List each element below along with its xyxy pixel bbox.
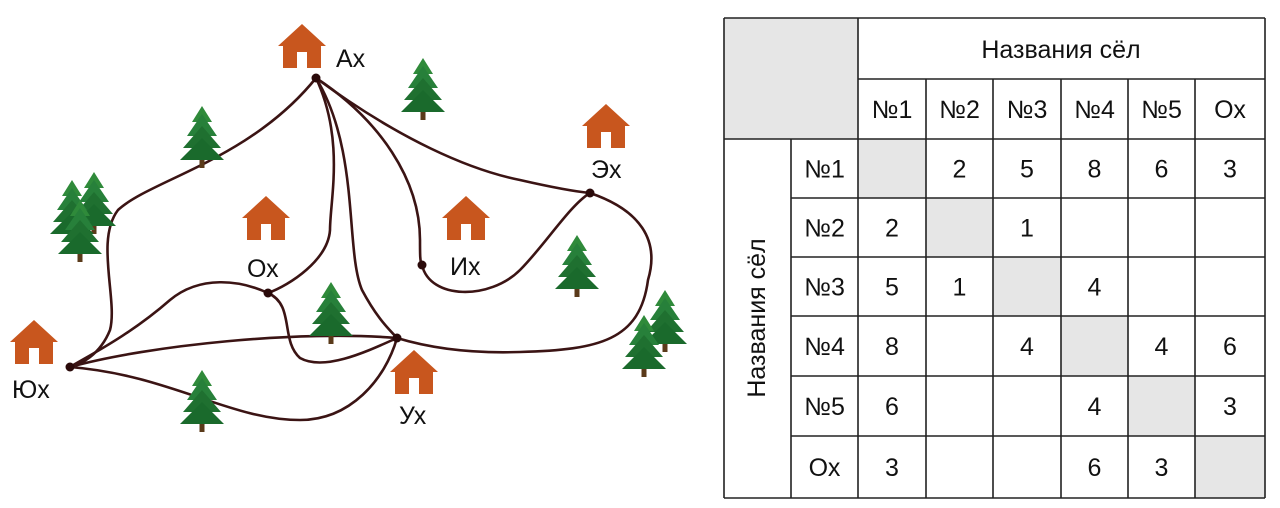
road-yux-ux	[68, 334, 399, 369]
road-ax-ux	[314, 76, 399, 340]
village-map: Ах Эх Их Ох Ух Юх	[10, 24, 687, 432]
table-row-header: Ох	[809, 454, 841, 482]
road-ax-yux	[68, 76, 318, 369]
table-cell: 4	[1155, 333, 1169, 361]
table-column-header: №5	[1141, 96, 1182, 124]
table-row-header: №1	[804, 156, 845, 184]
village-dot-ox	[263, 288, 273, 298]
table-cell: 8	[885, 333, 899, 361]
table-cell: 2	[885, 215, 899, 243]
table-diagonal-cell	[926, 198, 993, 257]
table-row-header: №4	[804, 333, 845, 361]
table-corner-cell	[724, 18, 858, 139]
table-cell: 2	[953, 156, 967, 184]
table-diagonal-cell	[1061, 316, 1128, 376]
table-diagonal-cell	[1128, 376, 1195, 436]
table-cell: 6	[885, 393, 899, 421]
table-cell: 3	[885, 454, 899, 482]
table-column-header: №1	[872, 96, 913, 124]
table-cell: 3	[1223, 156, 1237, 184]
village-dot-ix	[417, 260, 427, 270]
table-row-header-title: Названия сёл	[743, 238, 771, 397]
road-ax-ox	[266, 76, 336, 295]
roads	[68, 76, 653, 422]
table-header-title: Названия сёл	[981, 36, 1140, 64]
table-cell: 3	[1155, 454, 1169, 482]
table-cell: 4	[1020, 333, 1034, 361]
table-cell: 5	[1020, 156, 1034, 184]
village-label-ux: Ух	[399, 402, 427, 430]
table-diagonal-cell	[993, 257, 1061, 316]
village-dot-ax	[311, 73, 321, 83]
village-dots	[65, 73, 595, 372]
village-label-ax: Ах	[336, 45, 366, 73]
table-cell: 8	[1088, 156, 1102, 184]
village-dot-ux	[392, 333, 402, 343]
road-ox-ux	[266, 291, 399, 364]
table-cell: 4	[1088, 274, 1102, 302]
table-column-header: №3	[1007, 96, 1048, 124]
table-cell: 6	[1223, 333, 1237, 361]
road-ix-eh	[420, 191, 592, 294]
table-cell: 1	[953, 274, 967, 302]
table-cell: 4	[1088, 393, 1102, 421]
village-dot-yux	[65, 362, 75, 372]
road-ax-ix	[314, 76, 424, 267]
road-ox-yux	[68, 280, 270, 369]
road-yux-ux-south	[68, 336, 399, 422]
table-column-header: №2	[939, 96, 980, 124]
table-column-header: №4	[1074, 96, 1115, 124]
village-dot-eh	[585, 188, 595, 198]
table-cells	[724, 18, 1265, 498]
village-label-eh: Эх	[591, 156, 622, 184]
table-diagonal-cell	[1195, 436, 1265, 498]
village-label-yux: Юх	[12, 376, 50, 404]
village-label-ix: Их	[450, 253, 481, 281]
table-row-header: №2	[804, 215, 845, 243]
table-diagonal-cell	[858, 139, 926, 198]
table-row-header: №5	[804, 393, 845, 421]
road-ax-eh	[314, 76, 592, 195]
table-column-header: Ох	[1214, 96, 1246, 124]
table-cell: 6	[1088, 454, 1102, 482]
village-label-ox: Ох	[247, 255, 279, 283]
table-grid	[723, 17, 1266, 499]
table-cell: 1	[1020, 215, 1034, 243]
table-cell: 6	[1155, 156, 1169, 184]
road-eh-ux	[395, 191, 653, 354]
table-cell: 5	[885, 274, 899, 302]
table-cell: 3	[1223, 393, 1237, 421]
table-row-header: №3	[804, 274, 845, 302]
